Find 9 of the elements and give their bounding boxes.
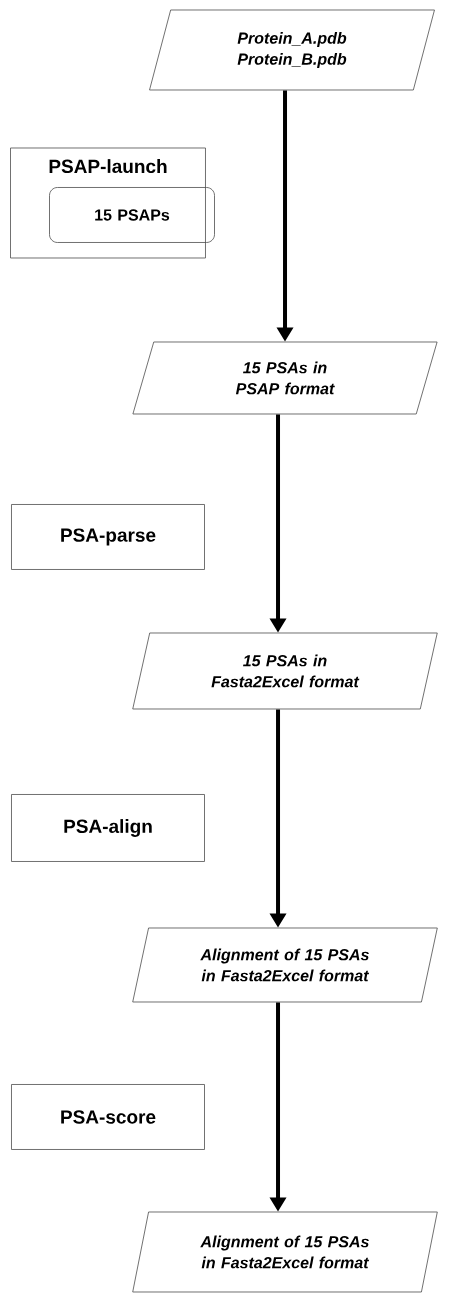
data-parallelogram: Alignment of 15 PSAs in Fasta2Excel format bbox=[132, 927, 438, 1003]
process-box: PSA-align bbox=[11, 794, 205, 862]
rounded-box: 15 PSAPs bbox=[49, 187, 215, 243]
data-parallelogram: Alignment of 15 PSAs in Fasta2Excel format bbox=[132, 1211, 438, 1293]
process-box: PSA-parse bbox=[11, 504, 205, 570]
process-box: PSA-score bbox=[11, 1084, 205, 1150]
data-parallelogram: 15 PSAs in Fasta2Excel format bbox=[132, 632, 438, 710]
data-parallelogram: 15 PSAs in PSAP format bbox=[132, 341, 438, 415]
data-parallelogram: Protein_A.pdb Protein_B.pdb bbox=[149, 9, 435, 91]
